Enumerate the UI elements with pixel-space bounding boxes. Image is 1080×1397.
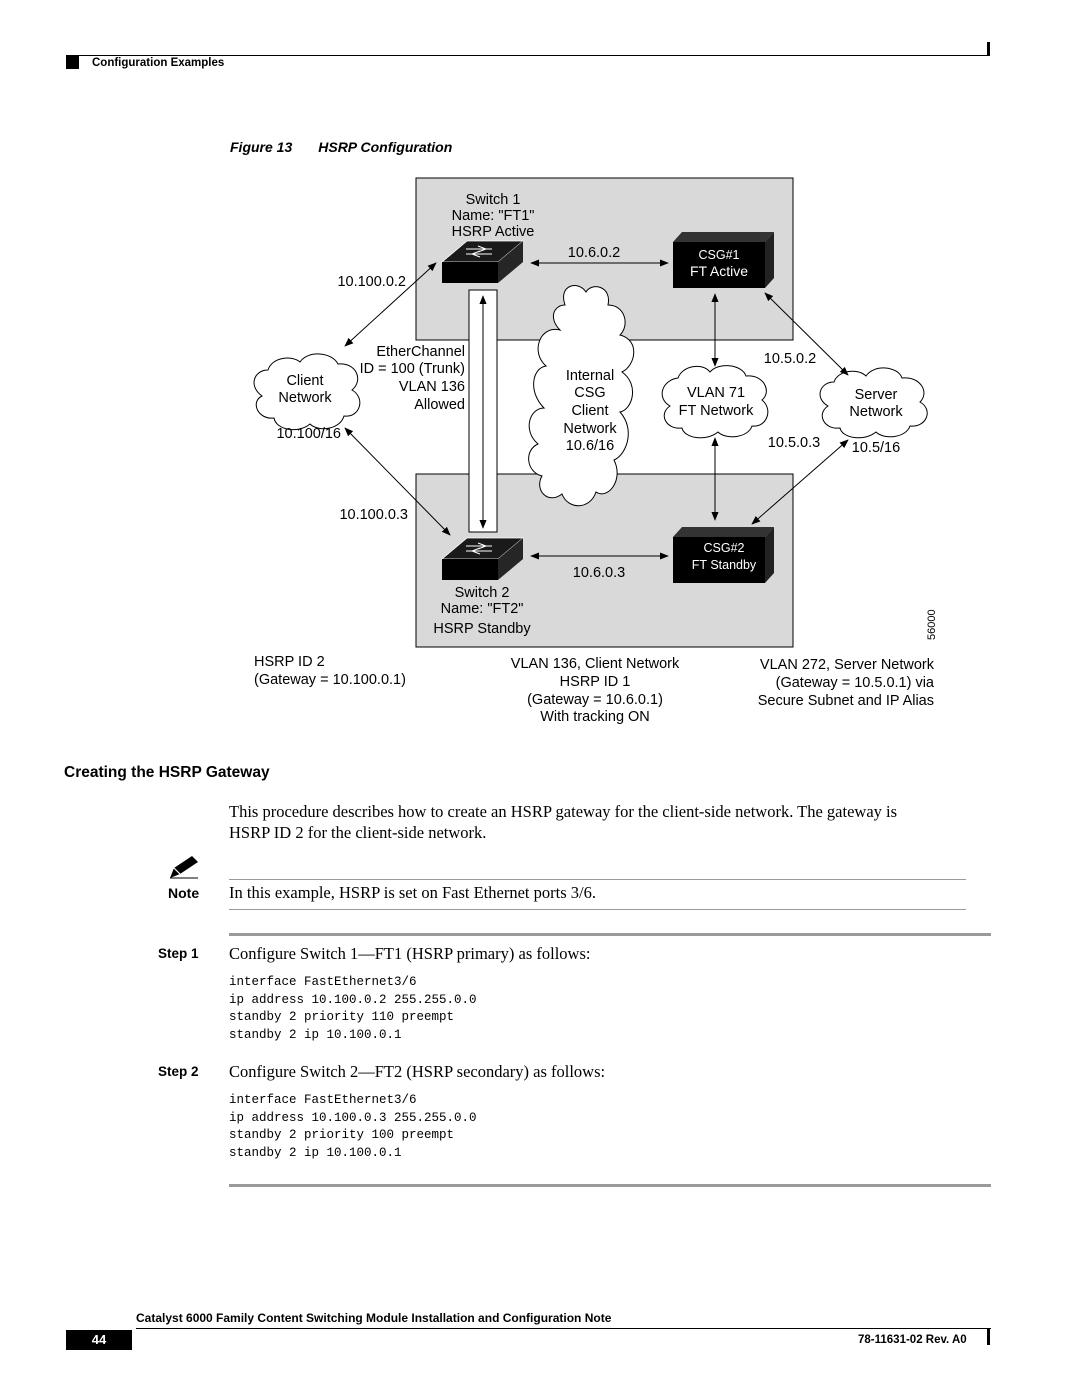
internal-cloud-label-2: CSG — [574, 385, 605, 401]
bottom-center-3: (Gateway = 10.6.0.1) — [527, 692, 663, 708]
code-line: standby 2 priority 100 preempt — [229, 1128, 455, 1143]
figure-title: HSRP Configuration — [318, 139, 453, 155]
csg1-module — [673, 232, 774, 288]
note-rule-bottom — [229, 909, 966, 910]
code-line: interface FastEthernet3/6 — [229, 975, 417, 989]
bottom-center-1: VLAN 136, Client Network — [511, 656, 680, 672]
code-line: ip address 10.100.0.2 255.255.0.0 — [229, 992, 477, 1007]
vlan71-cloud-label-2: FT Network — [679, 403, 754, 419]
switch1-label-2: Name: "FT1" — [452, 208, 535, 224]
switch1-label-3: HSRP Active — [452, 224, 535, 240]
switch2-label-2: Name: "FT2" — [441, 601, 524, 617]
server-cloud-label-1: Server — [855, 387, 898, 403]
step2-label: Step 2 — [158, 1064, 199, 1079]
switch2-label-3: HSRP Standby — [433, 621, 531, 637]
switch1-icon — [440, 240, 525, 283]
server-cloud-label-2: Network — [849, 404, 903, 420]
step1-text: Configure Switch 1—FT1 (HSRP primary) as… — [229, 944, 591, 963]
footer-rule — [136, 1328, 991, 1329]
etherchannel-label-1: EtherChannel — [376, 344, 465, 360]
page-number: 44 — [66, 1330, 132, 1350]
arrow-csg1-server — [764, 292, 849, 376]
code-line: ip address 10.100.0.3 255.255.0.0 — [229, 1110, 477, 1125]
note-label: Note — [168, 885, 200, 901]
ip-sw1-client: 10.100.0.2 — [337, 274, 406, 290]
step1-label: Step 1 — [158, 946, 199, 961]
client-cloud-label-2: Network — [278, 390, 332, 406]
intro-line-1: This procedure describes how to create a… — [229, 802, 898, 821]
csg2-module — [673, 527, 774, 583]
hsrp-diagram: Switch 1 Name: "FT1" HSRP Active Switch … — [253, 177, 938, 725]
code-line: standby 2 ip 10.100.0.1 — [229, 1145, 402, 1160]
bottom-right-1: VLAN 272, Server Network — [760, 657, 935, 673]
ip-sw2-client: 10.100.0.3 — [339, 507, 408, 523]
header-section-label: Configuration Examples — [92, 57, 225, 69]
client-network-cloud — [253, 353, 361, 431]
bottom-right-3: Secure Subnet and IP Alias — [758, 693, 934, 709]
arrow-csg2-server — [751, 439, 849, 525]
step2-text: Configure Switch 2—FT2 (HSRP secondary) … — [229, 1062, 606, 1081]
steps-rule-top — [229, 933, 991, 936]
internal-cloud-label-1: Internal — [566, 368, 614, 384]
csg2-label-2: FT Standby — [692, 558, 757, 572]
code-line: standby 2 ip 10.100.0.1 — [229, 1027, 402, 1042]
csg1-label-1: CSG#1 — [699, 248, 740, 262]
intro-paragraph: This procedure describes how to create a… — [229, 801, 985, 843]
internal-csg-cloud — [528, 285, 635, 507]
footer-bar — [987, 1329, 990, 1345]
header-square-icon — [66, 56, 79, 69]
etherchannel-label-4: Allowed — [414, 397, 465, 413]
note-text: In this example, HSRP is set on Fast Eth… — [229, 883, 596, 902]
step1-code: interface FastEthernet3/6 ip address 10.1… — [229, 974, 477, 1044]
figure-caption: Figure 13 HSRP Configuration — [230, 139, 452, 155]
footer-title: Catalyst 6000 Family Content Switching M… — [136, 1311, 612, 1325]
ip-sw2-csg2: 10.6.0.3 — [573, 565, 625, 581]
arrow-sw2-client — [344, 427, 451, 536]
ip-csg1-server: 10.5.0.2 — [764, 351, 816, 367]
switch2-label-1: Switch 2 — [455, 585, 510, 601]
client-subnet: 10.100/16 — [276, 426, 341, 442]
etherchannel-label-2: ID = 100 (Trunk) — [360, 361, 465, 377]
header-rule — [66, 55, 990, 56]
steps-rule-bottom — [229, 1184, 991, 1187]
bottom-right-2: (Gateway = 10.5.0.1) via — [776, 675, 935, 691]
section-title: Creating the HSRP Gateway — [64, 764, 270, 781]
vlan71-cloud — [661, 365, 769, 439]
code-line: interface FastEthernet3/6 — [229, 1093, 417, 1107]
ip-csg2-server: 10.5.0.3 — [768, 435, 820, 451]
internal-cloud-label-4: Network — [563, 421, 617, 437]
bottom-left-1: HSRP ID 2 — [254, 654, 325, 670]
ip-sw1-csg1: 10.6.0.2 — [568, 245, 620, 261]
intro-line-2: HSRP ID 2 for the client-side network. — [229, 823, 487, 842]
step2-code: interface FastEthernet3/6 ip address 10.1… — [229, 1092, 477, 1162]
csg2-label-1: CSG#2 — [704, 541, 745, 555]
server-network-cloud — [819, 367, 928, 439]
note-rule-top — [229, 879, 966, 880]
header-bar — [987, 42, 990, 56]
internal-cloud-label-3: Client — [571, 403, 608, 419]
switch1-label-1: Switch 1 — [466, 192, 521, 208]
figure-id: 56000 — [926, 609, 938, 640]
note-pencil-icon — [170, 856, 198, 879]
document-number: 78-11631-02 Rev. A0 — [858, 1334, 967, 1346]
bottom-center-4: With tracking ON — [540, 709, 650, 725]
arrow-sw1-client — [344, 262, 437, 347]
bottom-center-2: HSRP ID 1 — [560, 674, 631, 690]
etherchannel-label-3: VLAN 136 — [399, 379, 465, 395]
server-subnet: 10.5/16 — [852, 440, 900, 456]
vlan71-cloud-label-1: VLAN 71 — [687, 385, 745, 401]
switch2-icon — [440, 537, 525, 580]
code-line: standby 2 priority 110 preempt — [229, 1010, 455, 1025]
figure-number: Figure 13 — [230, 139, 293, 155]
internal-cloud-label-5: 10.6/16 — [566, 438, 614, 454]
bottom-left-2: (Gateway = 10.100.0.1) — [254, 672, 406, 688]
client-cloud-label-1: Client — [286, 373, 323, 389]
csg1-label-2: FT Active — [690, 263, 748, 279]
